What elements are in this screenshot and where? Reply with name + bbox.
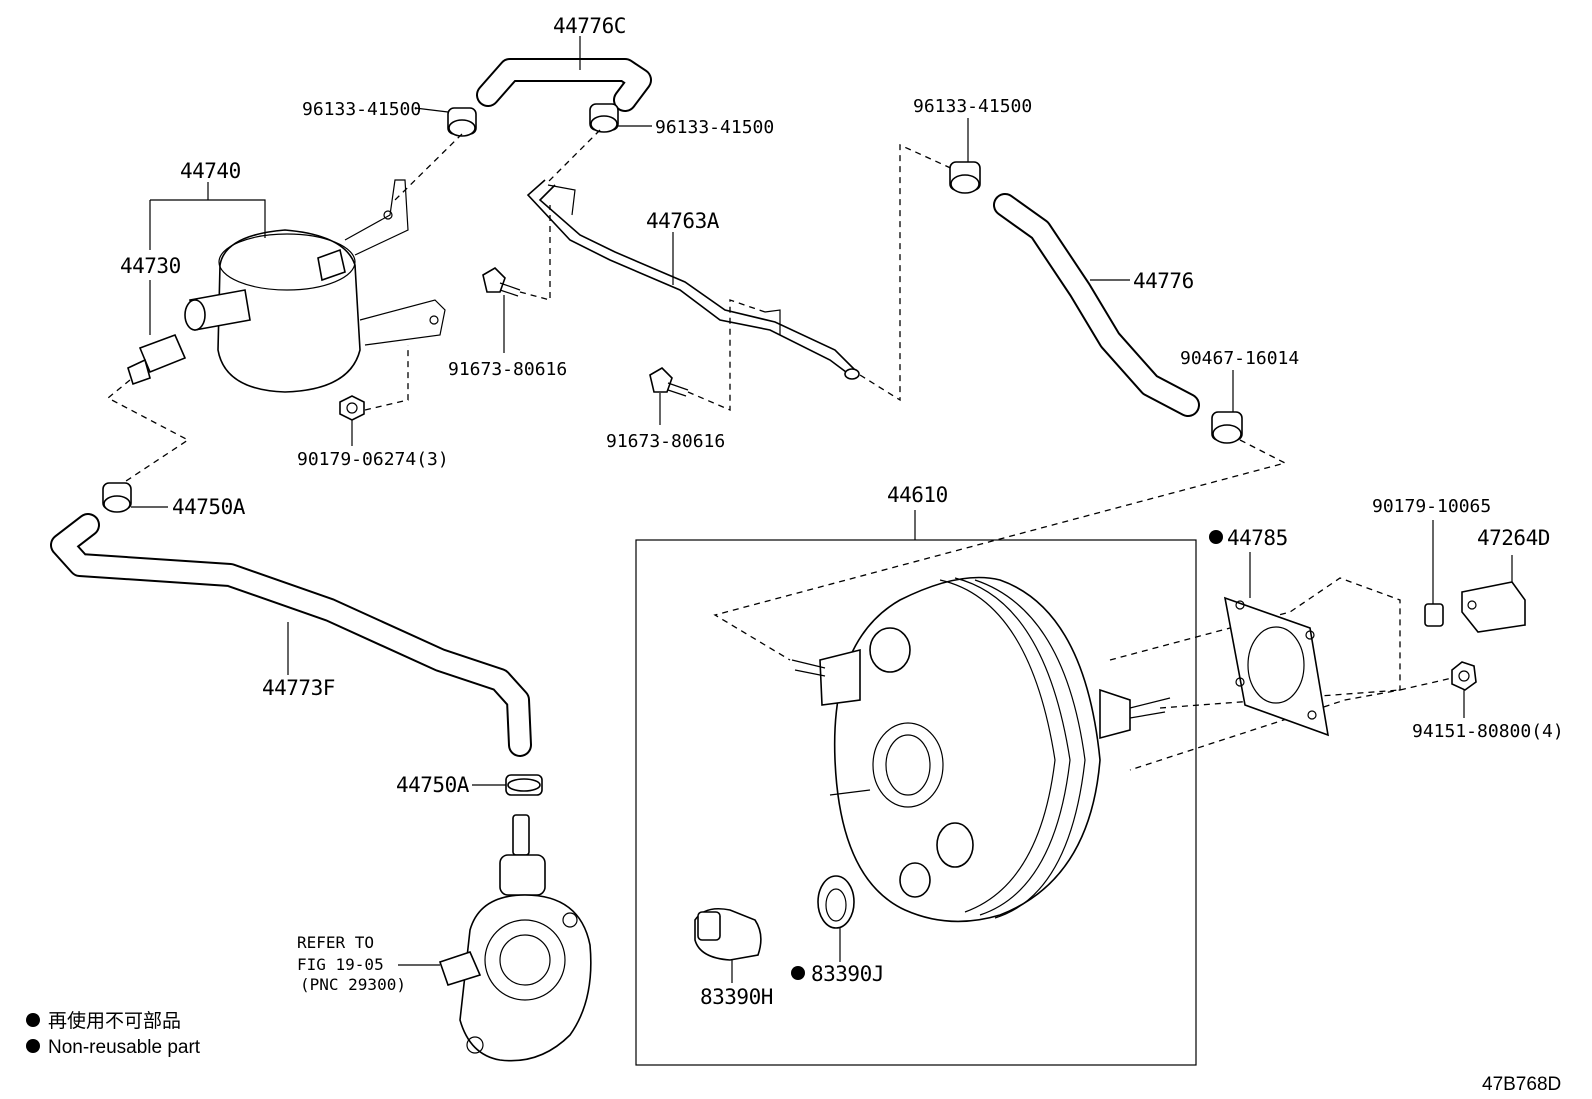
gasket-44785[interactable] (1223, 596, 1330, 737)
label-90179-10065: 90179-10065 (1372, 496, 1491, 517)
hose-44773f[interactable] (50, 513, 532, 757)
label-96133-left: 96133-41500 (302, 99, 421, 120)
figure-id: 47B768D (1482, 1074, 1561, 1095)
clamp-44750a-lower[interactable] (505, 774, 543, 796)
legend-english: Non-reusable part (48, 1037, 201, 1058)
label-44776c: 44776C (553, 14, 626, 38)
clamp-96133-left[interactable] (447, 107, 477, 137)
label-91673-lower: 91673-80616 (606, 431, 725, 452)
label-44730: 44730 (120, 254, 181, 278)
hose-44776[interactable] (993, 193, 1200, 417)
label-90467-16014: 90467-16014 (1180, 348, 1299, 369)
nut-90179-10065[interactable] (1424, 603, 1444, 627)
grommet-83390h[interactable] (694, 907, 762, 961)
legend-dot-en (26, 1039, 40, 1053)
refer-line-2: FIG 19-05 (297, 955, 384, 974)
legend-japanese: 再使用不可部品 (48, 1010, 181, 1032)
vacuum-pump[interactable] (438, 814, 592, 1062)
booster-assembly-frame (635, 539, 1197, 1066)
label-44750a-lower: 44750A (396, 773, 470, 797)
label-96133-right: 96133-41500 (913, 96, 1032, 117)
refer-line-3: (PNC 29300) (300, 975, 406, 994)
vacuum-tank-44740[interactable] (184, 179, 446, 393)
nut-94151-80800[interactable] (1451, 661, 1477, 691)
label-90179-06274: 90179-06274(3) (297, 449, 449, 470)
label-44750a-upper: 44750A (172, 495, 246, 519)
label-44763a: 44763A (646, 209, 720, 233)
non-reusable-marker-44785 (1209, 530, 1223, 544)
label-44740: 44740 (180, 159, 241, 183)
pipe-44763a[interactable] (526, 179, 860, 380)
clamp-96133-middle[interactable] (589, 103, 619, 133)
label-44785: 44785 (1227, 526, 1288, 550)
clamp-90467-16014[interactable] (1211, 411, 1243, 444)
bolt-91673-lower[interactable] (649, 366, 689, 397)
brake-booster-44610[interactable] (791, 576, 1171, 923)
label-83390j: 83390J (811, 962, 884, 986)
non-reusable-marker-83390j (791, 966, 805, 980)
nut-90179-06274[interactable] (339, 395, 365, 421)
label-44610: 44610 (887, 483, 948, 507)
clamp-96133-right[interactable] (949, 161, 981, 194)
label-44776: 44776 (1133, 269, 1194, 293)
label-94151-80800: 94151-80800(4) (1412, 721, 1564, 742)
bracket-47264d[interactable] (1461, 555, 1526, 633)
refer-line-1: REFER TO (297, 933, 374, 952)
label-91673-upper: 91673-80616 (448, 359, 567, 380)
bolt-91673-upper[interactable] (482, 266, 521, 297)
label-47264d: 47264D (1477, 526, 1550, 550)
hose-44776c[interactable] (476, 58, 652, 112)
check-valve-44730[interactable] (127, 333, 187, 386)
clamp-44750a-upper[interactable] (102, 482, 132, 513)
seal-83390j[interactable] (817, 875, 855, 929)
label-96133-middle: 96133-41500 (655, 117, 774, 138)
legend-dot-jp (26, 1013, 40, 1027)
label-44773f: 44773F (262, 676, 335, 700)
label-83390h: 83390H (700, 985, 773, 1009)
